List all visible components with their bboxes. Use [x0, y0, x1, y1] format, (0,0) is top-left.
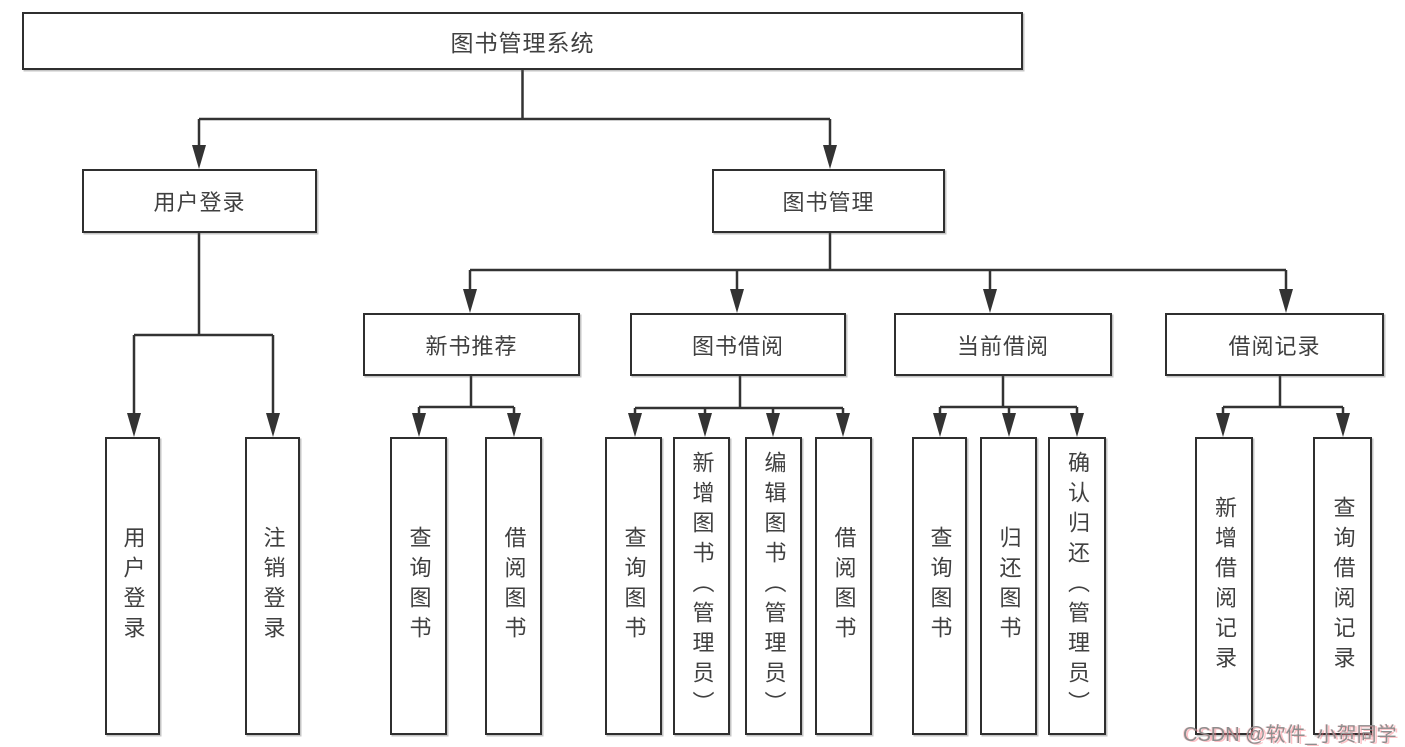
leaf-borrow-books-recommend: 借阅图书	[485, 437, 542, 735]
leaf-logout: 注销登录	[245, 437, 300, 735]
node-book-borrow: 图书借阅	[630, 313, 846, 376]
leaf-borrow-books-borrow-label: 借阅图书	[831, 526, 857, 646]
node-root-label: 图书管理系统	[450, 30, 595, 56]
leaf-query-books-borrow-label: 查询图书	[621, 526, 647, 646]
leaf-add-borrow-record: 新增借阅记录	[1195, 437, 1253, 735]
node-borrow-records: 借阅记录	[1165, 313, 1384, 376]
node-user-login-branch: 用户登录	[82, 169, 317, 233]
leaf-user-login-label: 用户登录	[120, 526, 146, 646]
leaf-borrow-books-recommend-label: 借阅图书	[501, 526, 527, 646]
leaf-user-login: 用户登录	[105, 437, 160, 735]
leaf-add-book-admin-label: 新增图书（管理员）	[689, 451, 715, 721]
node-root: 图书管理系统	[22, 12, 1023, 70]
node-new-book-recommend: 新书推荐	[363, 313, 580, 376]
leaf-query-books-current: 查询图书	[912, 437, 967, 735]
leaf-add-borrow-record-label: 新增借阅记录	[1212, 496, 1237, 676]
leaf-edit-book-admin: 编辑图书（管理员）	[745, 437, 802, 735]
node-current-borrow: 当前借阅	[894, 313, 1112, 376]
leaf-add-book-admin: 新增图书（管理员）	[673, 437, 730, 735]
leaf-query-books-current-label: 查询图书	[927, 526, 953, 646]
leaf-edit-book-admin-label: 编辑图书（管理员）	[761, 451, 787, 721]
leaf-query-books-borrow: 查询图书	[605, 437, 662, 735]
node-book-borrow-label: 图书借阅	[691, 333, 784, 359]
leaf-return-book-label: 归还图书	[996, 526, 1022, 646]
leaf-confirm-return-admin: 确认归还（管理员）	[1048, 437, 1106, 735]
node-user-login-branch-label: 用户登录	[153, 190, 246, 215]
leaf-query-borrow-record-label: 查询借阅记录	[1330, 496, 1356, 676]
leaf-query-books-recommend: 查询图书	[390, 437, 447, 735]
csdn-watermark: CSDN @软件_小贺同学	[1183, 724, 1397, 746]
leaf-confirm-return-admin-label: 确认归还（管理员）	[1065, 451, 1090, 721]
node-current-borrow-label: 当前借阅	[956, 333, 1049, 359]
node-new-book-recommend-label: 新书推荐	[425, 333, 518, 359]
node-book-management-label: 图书管理	[782, 190, 875, 215]
node-borrow-records-label: 借阅记录	[1228, 333, 1321, 359]
leaf-logout-label: 注销登录	[260, 526, 286, 646]
leaf-return-book: 归还图书	[980, 437, 1037, 735]
leaf-borrow-books-borrow: 借阅图书	[815, 437, 872, 735]
node-book-management: 图书管理	[712, 169, 945, 233]
leaf-query-books-recommend-label: 查询图书	[406, 526, 432, 646]
leaf-query-borrow-record: 查询借阅记录	[1313, 437, 1372, 735]
